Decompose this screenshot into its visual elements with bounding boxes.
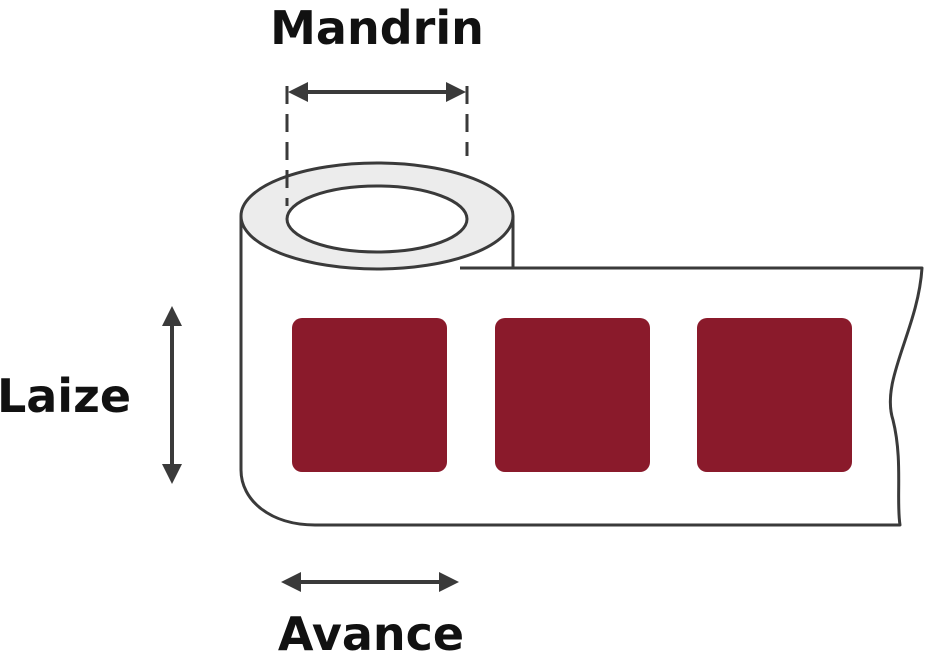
label-rect bbox=[697, 318, 852, 472]
core-hole bbox=[285, 184, 469, 254]
label-rect bbox=[495, 318, 650, 472]
avance-label: Avance bbox=[278, 607, 464, 655]
mandrin-label: Mandrin bbox=[270, 1, 484, 55]
label-rect bbox=[292, 318, 447, 472]
laize-label: Laize bbox=[0, 369, 131, 423]
